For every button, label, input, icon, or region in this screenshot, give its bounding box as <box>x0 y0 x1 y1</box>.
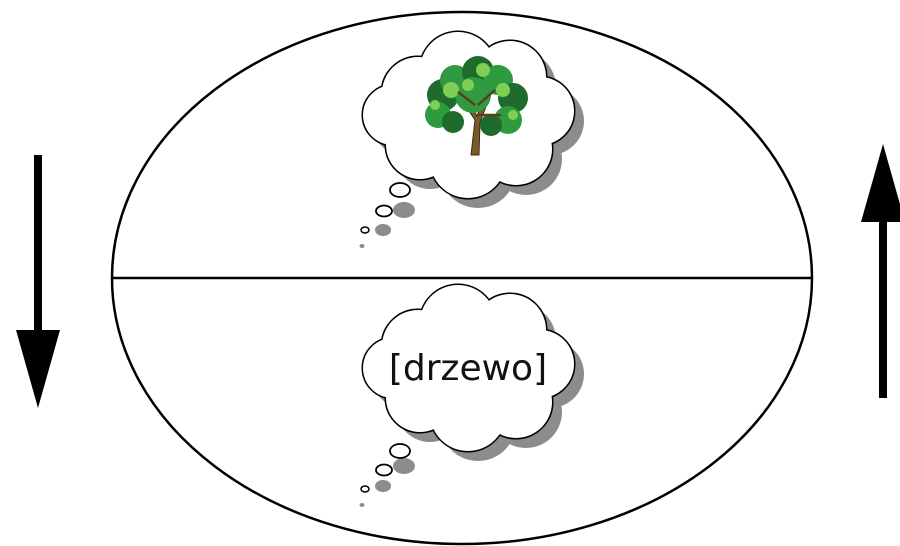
upper-thought-bubble <box>359 30 584 248</box>
down-arrow-icon <box>16 155 60 408</box>
word-label: [drzewo] <box>389 348 547 389</box>
tree-icon <box>425 56 528 156</box>
lower-thought-bubble: [drzewo] <box>359 283 584 507</box>
up-arrow-icon <box>861 144 900 398</box>
